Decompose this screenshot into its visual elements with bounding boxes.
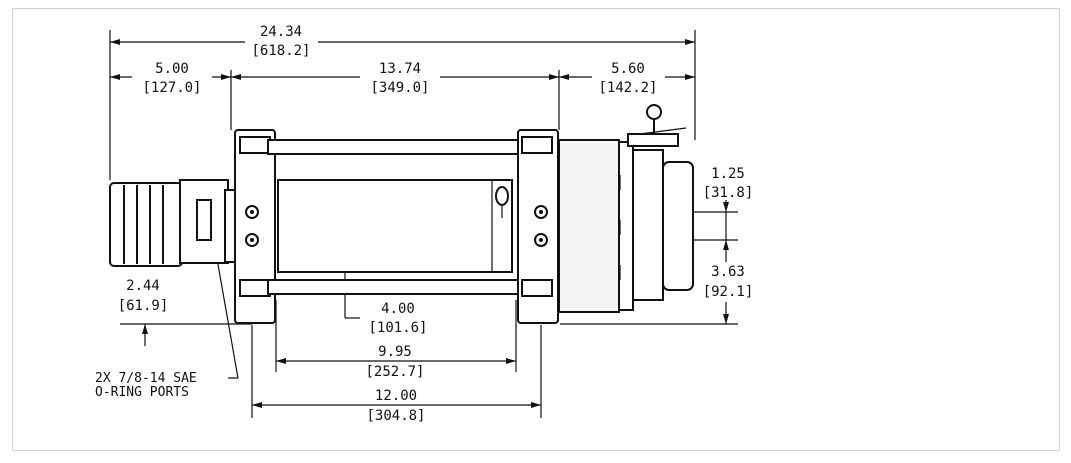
- dim-gearbox-mm: [142.2]: [598, 80, 657, 96]
- gearbox-housing: [558, 139, 620, 313]
- dim-motor-inch: 5.00: [155, 61, 189, 77]
- dim-hole-spacing-inch: 1.25: [711, 166, 745, 182]
- dim-hole-spacing-mm: [31.8]: [703, 185, 754, 201]
- dim-drum-section-inch: 13.74: [379, 61, 421, 77]
- dim-drum-section-mm: [349.0]: [370, 80, 429, 96]
- dim-mount-length-mm: [304.8]: [366, 408, 425, 424]
- dim-motor-height-mm: [61.9]: [118, 298, 169, 314]
- brake-knob: [646, 104, 662, 120]
- left-end-plate: [234, 129, 276, 324]
- motor-adapter: [179, 179, 229, 264]
- dim-drum-length-mm: [252.7]: [365, 364, 424, 380]
- port-note-line2: O-RING PORTS: [95, 385, 189, 400]
- dim-drum-diameter-inch: 4.00: [381, 301, 415, 317]
- dim-overall-mm: [618.2]: [251, 43, 310, 59]
- dimension-labels: 24.34 [618.2] 5.00 [127.0] 13.74 [349.0]…: [95, 24, 753, 424]
- dim-gearbox-inch: 5.60: [611, 61, 645, 77]
- dim-drum-length-inch: 9.95: [378, 344, 412, 360]
- dim-hole-height-mm: [92.1]: [703, 284, 754, 300]
- port-note-line1: 2X 7/8-14 SAE: [95, 371, 197, 386]
- dim-mount-length-inch: 12.00: [375, 388, 417, 404]
- hydraulic-motor: [109, 182, 183, 267]
- cable-drum: [277, 179, 513, 273]
- gearbox-cap: [662, 161, 694, 291]
- dim-motor-height-inch: 2.44: [126, 278, 160, 294]
- dim-overall-inch: 24.34: [260, 24, 302, 40]
- bottom-tie-bar: [267, 279, 523, 295]
- top-tie-bar: [267, 139, 523, 155]
- dim-drum-diameter-mm: [101.6]: [368, 320, 427, 336]
- winch-outline: [109, 104, 694, 324]
- dim-hole-height-inch: 3.63: [711, 264, 745, 280]
- dim-motor-mm: [127.0]: [142, 80, 201, 96]
